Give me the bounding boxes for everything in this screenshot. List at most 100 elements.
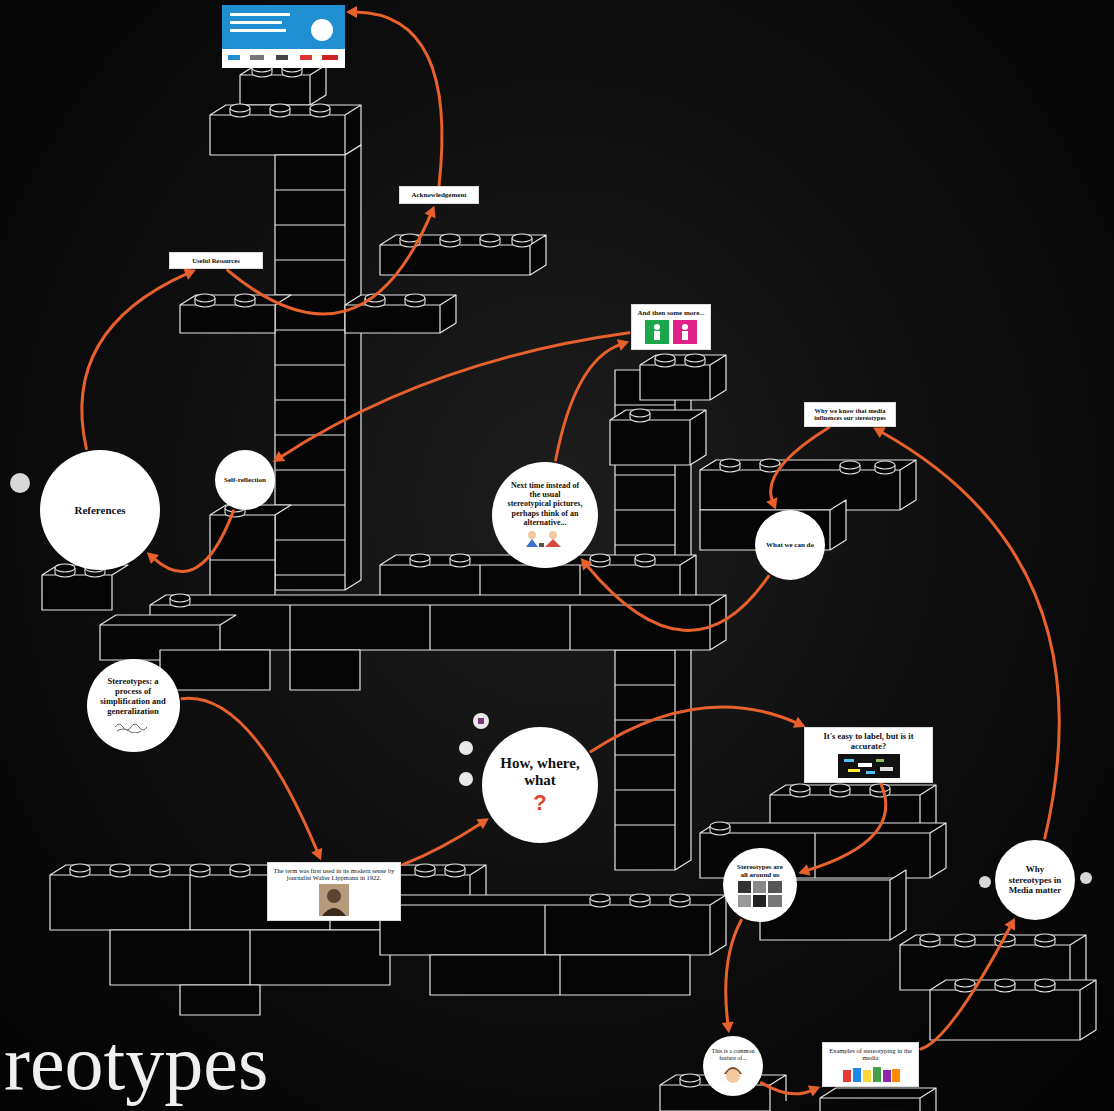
banner-top [222, 5, 345, 49]
child-head [549, 531, 557, 539]
node-heading: What we can do [766, 541, 814, 549]
word-cloud-image [838, 754, 900, 778]
banner-logo [300, 55, 312, 60]
figure [873, 1067, 881, 1082]
stud [110, 864, 130, 877]
stud [875, 461, 895, 474]
stud [955, 979, 975, 992]
arrow-line [356, 12, 442, 186]
brick [210, 105, 361, 155]
stud [680, 1074, 700, 1087]
stud [195, 294, 215, 307]
stud [170, 594, 190, 607]
stud [630, 894, 650, 907]
topic-card: Acknowledgement [400, 187, 478, 203]
stud [655, 354, 675, 367]
topic-circle: What we can do [755, 510, 825, 580]
flow-arrow [591, 707, 805, 752]
node-heading: Why we know that media influences our st… [810, 407, 890, 422]
arrow-line [726, 920, 741, 1024]
portrait-image [319, 884, 349, 916]
cloud-word [876, 759, 884, 762]
node-heading: This is a common feature of... [712, 1048, 755, 1062]
stud [955, 934, 975, 947]
banner-line [230, 21, 282, 24]
arrow-head [793, 717, 805, 728]
circle-content: What we can do [765, 541, 815, 549]
topic-card: Why we know that media influences our st… [805, 403, 895, 426]
banner-logo [322, 55, 338, 60]
topic-circle: Stereotypes are all around us [723, 848, 797, 922]
arrow-line [771, 428, 829, 502]
icon-figure [654, 324, 660, 330]
topic-circle: References [40, 450, 160, 570]
topic-circle: Why stereotypes in Media matter [995, 840, 1075, 920]
children-image [523, 529, 567, 549]
stud [630, 409, 650, 422]
figure [863, 1070, 871, 1082]
topic-card: The term was first used in its modern se… [268, 863, 400, 920]
brick [700, 460, 916, 510]
stud [480, 234, 500, 247]
brick [640, 355, 726, 400]
node-heading: The term was first used in its modern se… [273, 867, 395, 882]
icon-figure [682, 324, 688, 330]
brick [42, 565, 128, 610]
stud [235, 294, 255, 307]
brick [240, 65, 326, 105]
node-heading: How, where, what [498, 755, 582, 790]
banner-line [230, 13, 290, 16]
nav-dot [459, 741, 473, 755]
arrow-line [761, 1083, 812, 1094]
stud [190, 864, 210, 877]
brick [430, 955, 690, 995]
child-body [545, 539, 561, 547]
node-heading: It's easy to label, but is it accurate? [810, 732, 927, 752]
stud [512, 234, 532, 247]
stud [920, 934, 940, 947]
nav-dot [1080, 872, 1092, 884]
brick [160, 650, 360, 690]
brick [610, 410, 706, 465]
face-image [721, 1064, 745, 1084]
banner-logo [276, 55, 288, 60]
photo [753, 881, 766, 893]
topic-circle: Next time instead of the usual stereotyp… [492, 462, 598, 568]
nav-dot [459, 772, 473, 786]
icon-figure [682, 331, 688, 340]
scribble [115, 724, 147, 733]
cloud-word [880, 767, 893, 771]
topic-circle: Stereotypes: a process of simplification… [87, 659, 180, 752]
arrow-head [147, 552, 159, 564]
node-heading: Why stereotypes in Media matter [1006, 864, 1064, 895]
stud [670, 894, 690, 907]
figure [883, 1070, 891, 1082]
stud [1035, 979, 1055, 992]
portrait-body [322, 908, 346, 916]
circle-content: References [57, 504, 143, 517]
photo [738, 881, 751, 893]
child-body [526, 539, 538, 547]
figure [892, 1069, 900, 1082]
child-head [528, 531, 536, 539]
stud [720, 459, 740, 472]
arrow-head [808, 1086, 820, 1097]
flow-arrow [273, 333, 629, 462]
topic-card: Examples of stereotyping in the media [823, 1043, 918, 1086]
node-heading: Useful Resources [175, 257, 257, 264]
topic-card: Useful Resources [170, 253, 262, 268]
node-heading: Stereotypes: a process of simplification… [100, 677, 167, 716]
brick [110, 930, 390, 985]
cloud-word [848, 769, 860, 772]
cloud-ground [838, 754, 900, 778]
arrow-head [617, 339, 629, 350]
brick-stack [42, 65, 1096, 1111]
banner-logo [250, 55, 264, 60]
circle-content: Why stereotypes in Media matter [1006, 864, 1064, 895]
figure [843, 1070, 851, 1082]
node-heading: References [74, 504, 125, 517]
flow-arrow [581, 558, 769, 630]
banner-arrow [346, 6, 442, 186]
scribble-image [113, 719, 153, 733]
